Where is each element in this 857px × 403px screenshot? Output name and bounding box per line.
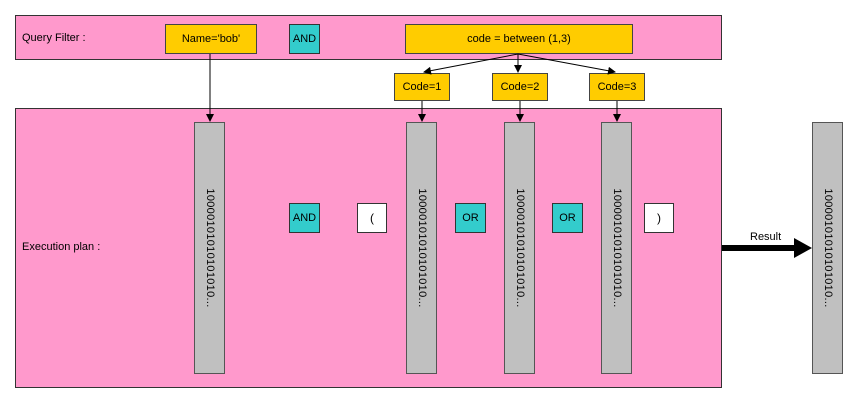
plan-or-operator-2: OR xyxy=(552,203,583,233)
code-2-box: Code=2 xyxy=(492,73,548,101)
code-3-box: Code=3 xyxy=(589,73,645,101)
bitmap-name-bar: 10000101010101010... xyxy=(194,122,225,374)
bitmap-code2-bar: 10000101010101010... xyxy=(504,122,535,374)
arrow-range-to-code1 xyxy=(423,53,519,75)
query-filter-label: Query Filter : xyxy=(22,32,86,44)
close-paren-box: ) xyxy=(644,203,674,233)
query-and-operator: AND xyxy=(289,24,320,54)
result-label: Result xyxy=(750,231,782,243)
bitmap-code1-bar: 10000101010101010... xyxy=(406,122,437,374)
code-1-box: Code=1 xyxy=(394,73,450,101)
plan-or-operator-1: OR xyxy=(455,203,486,233)
range-condition-box: code = between (1,3) xyxy=(405,24,633,54)
execution-plan-label: Execution plan : xyxy=(22,241,101,253)
result-bitmap-bar: 10000101010101010... xyxy=(812,122,843,374)
result-arrow-head xyxy=(794,238,812,258)
open-paren-box: ( xyxy=(357,203,387,233)
arrow-range-to-code3 xyxy=(517,53,616,75)
bitmap-code3-bar: 10000101010101010... xyxy=(601,122,632,374)
name-condition-box: Name='bob' xyxy=(165,24,257,54)
plan-and-operator: AND xyxy=(289,203,320,233)
